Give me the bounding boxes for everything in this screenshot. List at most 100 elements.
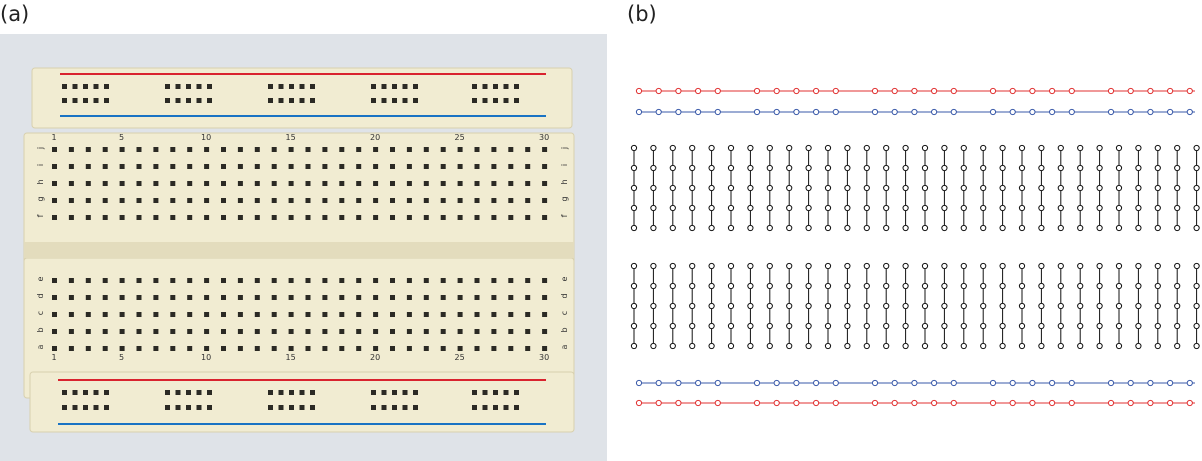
schematic-upper-column-hole: [980, 144, 987, 152]
terminal-hole: [271, 198, 277, 203]
schematic-upper-column-hole: [1096, 204, 1103, 212]
schematic-upper-column-hole: [941, 144, 948, 152]
schematic-upper-column-hole: [630, 144, 638, 152]
schematic-upper-column-hole: [708, 184, 715, 192]
schematic-lower-column-hole: [902, 322, 909, 330]
bottom-rail-hole: [371, 390, 376, 395]
schematic-bottom-blue-rail-hole: [950, 379, 957, 387]
schematic-lower-column-hole: [844, 322, 851, 330]
terminal-hole: [406, 295, 412, 300]
schematic-bottom-red-rail-hole: [714, 399, 721, 407]
terminal-hole: [204, 164, 210, 169]
terminal-hole: [491, 329, 497, 334]
terminal-hole: [288, 181, 294, 186]
schematic-top-red-rail-hole: [773, 87, 780, 95]
bottom-rail-hole: [289, 390, 294, 395]
terminal-hole: [187, 346, 193, 351]
bottom-rail-hole: [207, 405, 212, 410]
schematic-upper-column-hole: [805, 224, 812, 232]
schematic-lower-column-hole: [786, 282, 793, 290]
schematic-lower-column-hole: [1038, 302, 1045, 310]
terminal-hole: [254, 215, 260, 220]
column-number-top: 10: [201, 133, 211, 142]
schematic-lower-column-hole: [883, 342, 890, 350]
top-rail-hole: [413, 98, 418, 103]
terminal-hole: [119, 346, 125, 351]
terminal-hole: [102, 278, 108, 283]
bottom-rail-hole: [186, 390, 191, 395]
schematic-bottom-red-rail-hole: [675, 399, 682, 407]
bottom-rail-hole: [93, 405, 99, 410]
terminal-hole: [52, 164, 57, 169]
schematic-bottom-red-rail-hole: [1049, 399, 1056, 407]
terminal-hole: [373, 198, 379, 203]
terminal-hole: [491, 346, 497, 351]
schematic-upper-column-hole: [727, 144, 735, 152]
terminal-hole: [474, 215, 480, 220]
schematic-lower-column-hole: [786, 322, 793, 330]
schematic-lower-column-hole: [708, 302, 715, 310]
schematic-upper-column-hole: [999, 224, 1006, 232]
schematic-lower-column-hole: [921, 342, 929, 350]
schematic-lower-column-hole: [902, 282, 909, 290]
schematic-bottom-red-rail-hole: [793, 399, 800, 407]
terminal-hole: [85, 164, 91, 169]
schematic-lower-column-hole: [1115, 282, 1123, 290]
terminal-hole: [525, 329, 531, 334]
terminal-hole: [440, 147, 446, 152]
terminal-hole: [491, 312, 497, 317]
schematic-bottom-blue-rail-hole: [753, 379, 761, 387]
schematic-bottom-red-rail-hole: [753, 399, 761, 407]
schematic-upper-column-hole: [883, 184, 890, 192]
terminal-hole: [390, 164, 395, 169]
terminal-hole: [373, 181, 379, 186]
schematic-bottom-red-rail-hole: [911, 399, 918, 407]
terminal-hole: [491, 198, 497, 203]
schematic-top-red-rail-hole: [675, 87, 682, 95]
bottom-rail-hole: [62, 405, 67, 410]
schematic-upper-column-hole: [766, 184, 773, 192]
schematic-upper-column-hole: [999, 144, 1006, 152]
terminal-hole: [356, 215, 362, 220]
terminal-hole: [440, 181, 446, 186]
schematic-top-red-rail-hole: [813, 87, 820, 95]
schematic-bottom-red-rail-hole: [1127, 399, 1134, 407]
schematic-lower-column-hole: [708, 342, 715, 350]
schematic-lower-column-hole: [708, 322, 715, 330]
terminal-hole: [254, 346, 260, 351]
terminal-hole: [170, 346, 176, 351]
row-letter-top: i: [36, 164, 45, 166]
terminal-hole: [542, 295, 548, 300]
schematic-upper-column-hole: [863, 164, 870, 172]
terminal-hole: [102, 312, 108, 317]
schematic-top-red-rail-hole: [931, 87, 938, 95]
terminal-hole: [474, 147, 480, 152]
terminal-hole: [305, 312, 311, 317]
terminal-hole: [457, 181, 463, 186]
schematic-lower-column-hole: [824, 262, 832, 270]
schematic-upper-column-hole: [689, 144, 696, 152]
column-number-top: 20: [370, 133, 380, 142]
schematic-lower-column-hole: [747, 282, 754, 290]
row-letter-bottom: c: [36, 311, 45, 315]
schematic-bottom-red-rail-hole: [695, 399, 702, 407]
schematic-top-blue-rail-hole: [1186, 108, 1193, 116]
schematic-lower-column-hole: [1174, 302, 1181, 310]
terminal-hole: [390, 329, 395, 334]
schematic-lower-column-hole: [921, 322, 929, 330]
terminal-hole: [440, 312, 446, 317]
terminal-hole: [237, 312, 243, 317]
schematic-bottom-blue-rail-hole: [714, 379, 721, 387]
terminal-hole: [356, 147, 362, 152]
terminal-hole: [288, 346, 294, 351]
terminal-hole: [102, 181, 108, 186]
schematic-top-blue-rail-hole: [753, 108, 761, 116]
schematic-upper-column-hole: [960, 144, 967, 152]
schematic-top-red-rail-hole: [832, 87, 839, 95]
terminal-hole: [52, 329, 57, 334]
terminal-hole: [474, 181, 480, 186]
terminal-hole: [305, 147, 311, 152]
panel-b-label: (b): [627, 2, 657, 26]
schematic-upper-column-hole: [1057, 184, 1064, 192]
schematic-top-blue-rail-hole: [891, 108, 898, 116]
